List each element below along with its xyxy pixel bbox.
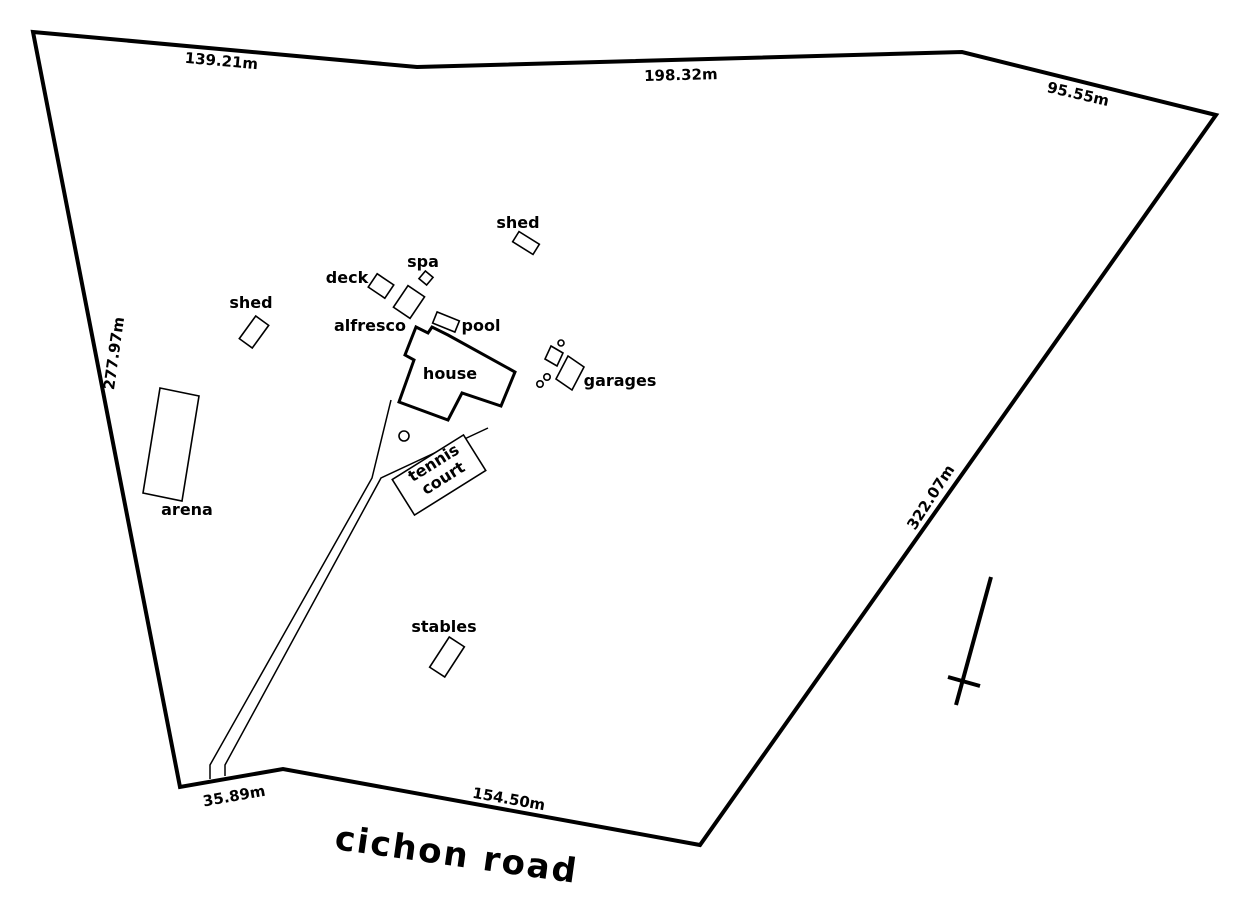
feature-circle xyxy=(398,430,410,442)
dimension-north-east: 95.55m xyxy=(1045,78,1111,110)
dimension-east: 322.07m xyxy=(903,462,958,533)
tennis-court-outline xyxy=(391,433,487,517)
dimension-north-mid: 198.32m xyxy=(644,65,718,85)
shed-west-label: shed xyxy=(229,293,272,312)
pool-outline xyxy=(431,310,461,334)
pool-label: pool xyxy=(462,316,501,335)
arena-label: arena xyxy=(161,500,213,519)
garages-outline xyxy=(535,339,586,392)
deck-outline xyxy=(367,272,395,300)
spa-outline xyxy=(417,269,435,287)
north-arrow-icon xyxy=(947,576,993,706)
dimension-west: 277.97m xyxy=(100,316,128,391)
stables-outline xyxy=(428,635,466,679)
shed-north-outline xyxy=(511,230,541,256)
deck-label: deck xyxy=(326,268,369,287)
spa-label: spa xyxy=(407,252,439,271)
alfresco-outline xyxy=(392,284,426,320)
alfresco-label: alfresco xyxy=(334,316,406,335)
arena-outline xyxy=(142,387,200,502)
garages-label: garages xyxy=(584,371,657,390)
stables-label: stables xyxy=(411,617,476,636)
property-boundary xyxy=(30,29,1220,848)
house-label: house xyxy=(423,364,477,383)
shed-west-outline xyxy=(238,314,270,350)
shed-north-label: shed xyxy=(496,213,539,232)
dimension-south-west: 35.89m xyxy=(202,782,267,811)
house-outline xyxy=(397,324,517,422)
road-name: cichon road xyxy=(332,818,580,892)
